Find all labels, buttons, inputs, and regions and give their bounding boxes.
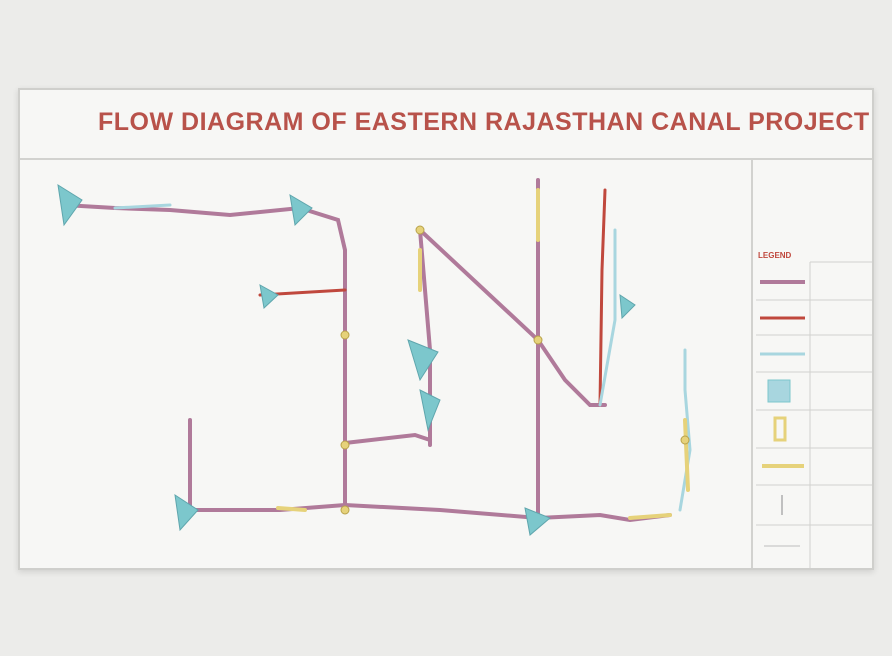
barrage-segments xyxy=(276,188,690,520)
canal-central-link xyxy=(343,432,432,445)
junction-a xyxy=(340,330,350,340)
canal-upper-west xyxy=(62,203,347,507)
reservoir-nw xyxy=(57,184,83,227)
barrage-southeast xyxy=(628,513,672,520)
reservoir-west xyxy=(259,284,279,309)
junction-e xyxy=(680,435,690,445)
reservoir-n xyxy=(289,194,313,227)
reservoir-sw xyxy=(174,493,199,532)
reservoir-central-south xyxy=(419,389,441,432)
barrage-southwest xyxy=(276,506,307,512)
title-bar: FLOW DIAGRAM OF EASTERN RAJASTHAN CANAL … xyxy=(20,90,872,160)
legend-title: LEGEND xyxy=(758,251,792,260)
junction-d xyxy=(533,335,543,345)
legend-reservoir-symbol xyxy=(767,379,791,403)
junction-nodes xyxy=(340,225,690,515)
pipeline-far-east xyxy=(678,348,692,512)
pipeline-east xyxy=(598,228,617,407)
pipeline-west xyxy=(113,203,172,210)
feeder-east xyxy=(598,188,607,407)
pipeline-network xyxy=(113,203,692,512)
canal-network xyxy=(62,178,672,523)
reservoir-east xyxy=(619,294,636,320)
barrage-east xyxy=(683,418,690,492)
junction-f xyxy=(340,505,350,515)
reservoir-s xyxy=(524,507,551,536)
diagram-sheet: FLOW DIAGRAM OF EASTERN RAJASTHAN CANAL … xyxy=(18,88,874,570)
legend: LEGEND xyxy=(756,251,872,568)
junction-c xyxy=(415,225,425,235)
canal-diagonal xyxy=(418,228,607,407)
legend-barrage-symbol xyxy=(773,416,787,442)
canal-lower-trunk xyxy=(188,502,540,520)
reservoir-central xyxy=(407,339,439,382)
reservoir-nodes xyxy=(57,184,636,536)
legend-grid xyxy=(756,261,872,568)
diagram-title: FLOW DIAGRAM OF EASTERN RAJASTHAN CANAL … xyxy=(98,108,870,136)
feeder-network xyxy=(258,188,607,407)
junction-b xyxy=(340,440,350,450)
flow-diagram: LEGEND xyxy=(57,158,872,568)
